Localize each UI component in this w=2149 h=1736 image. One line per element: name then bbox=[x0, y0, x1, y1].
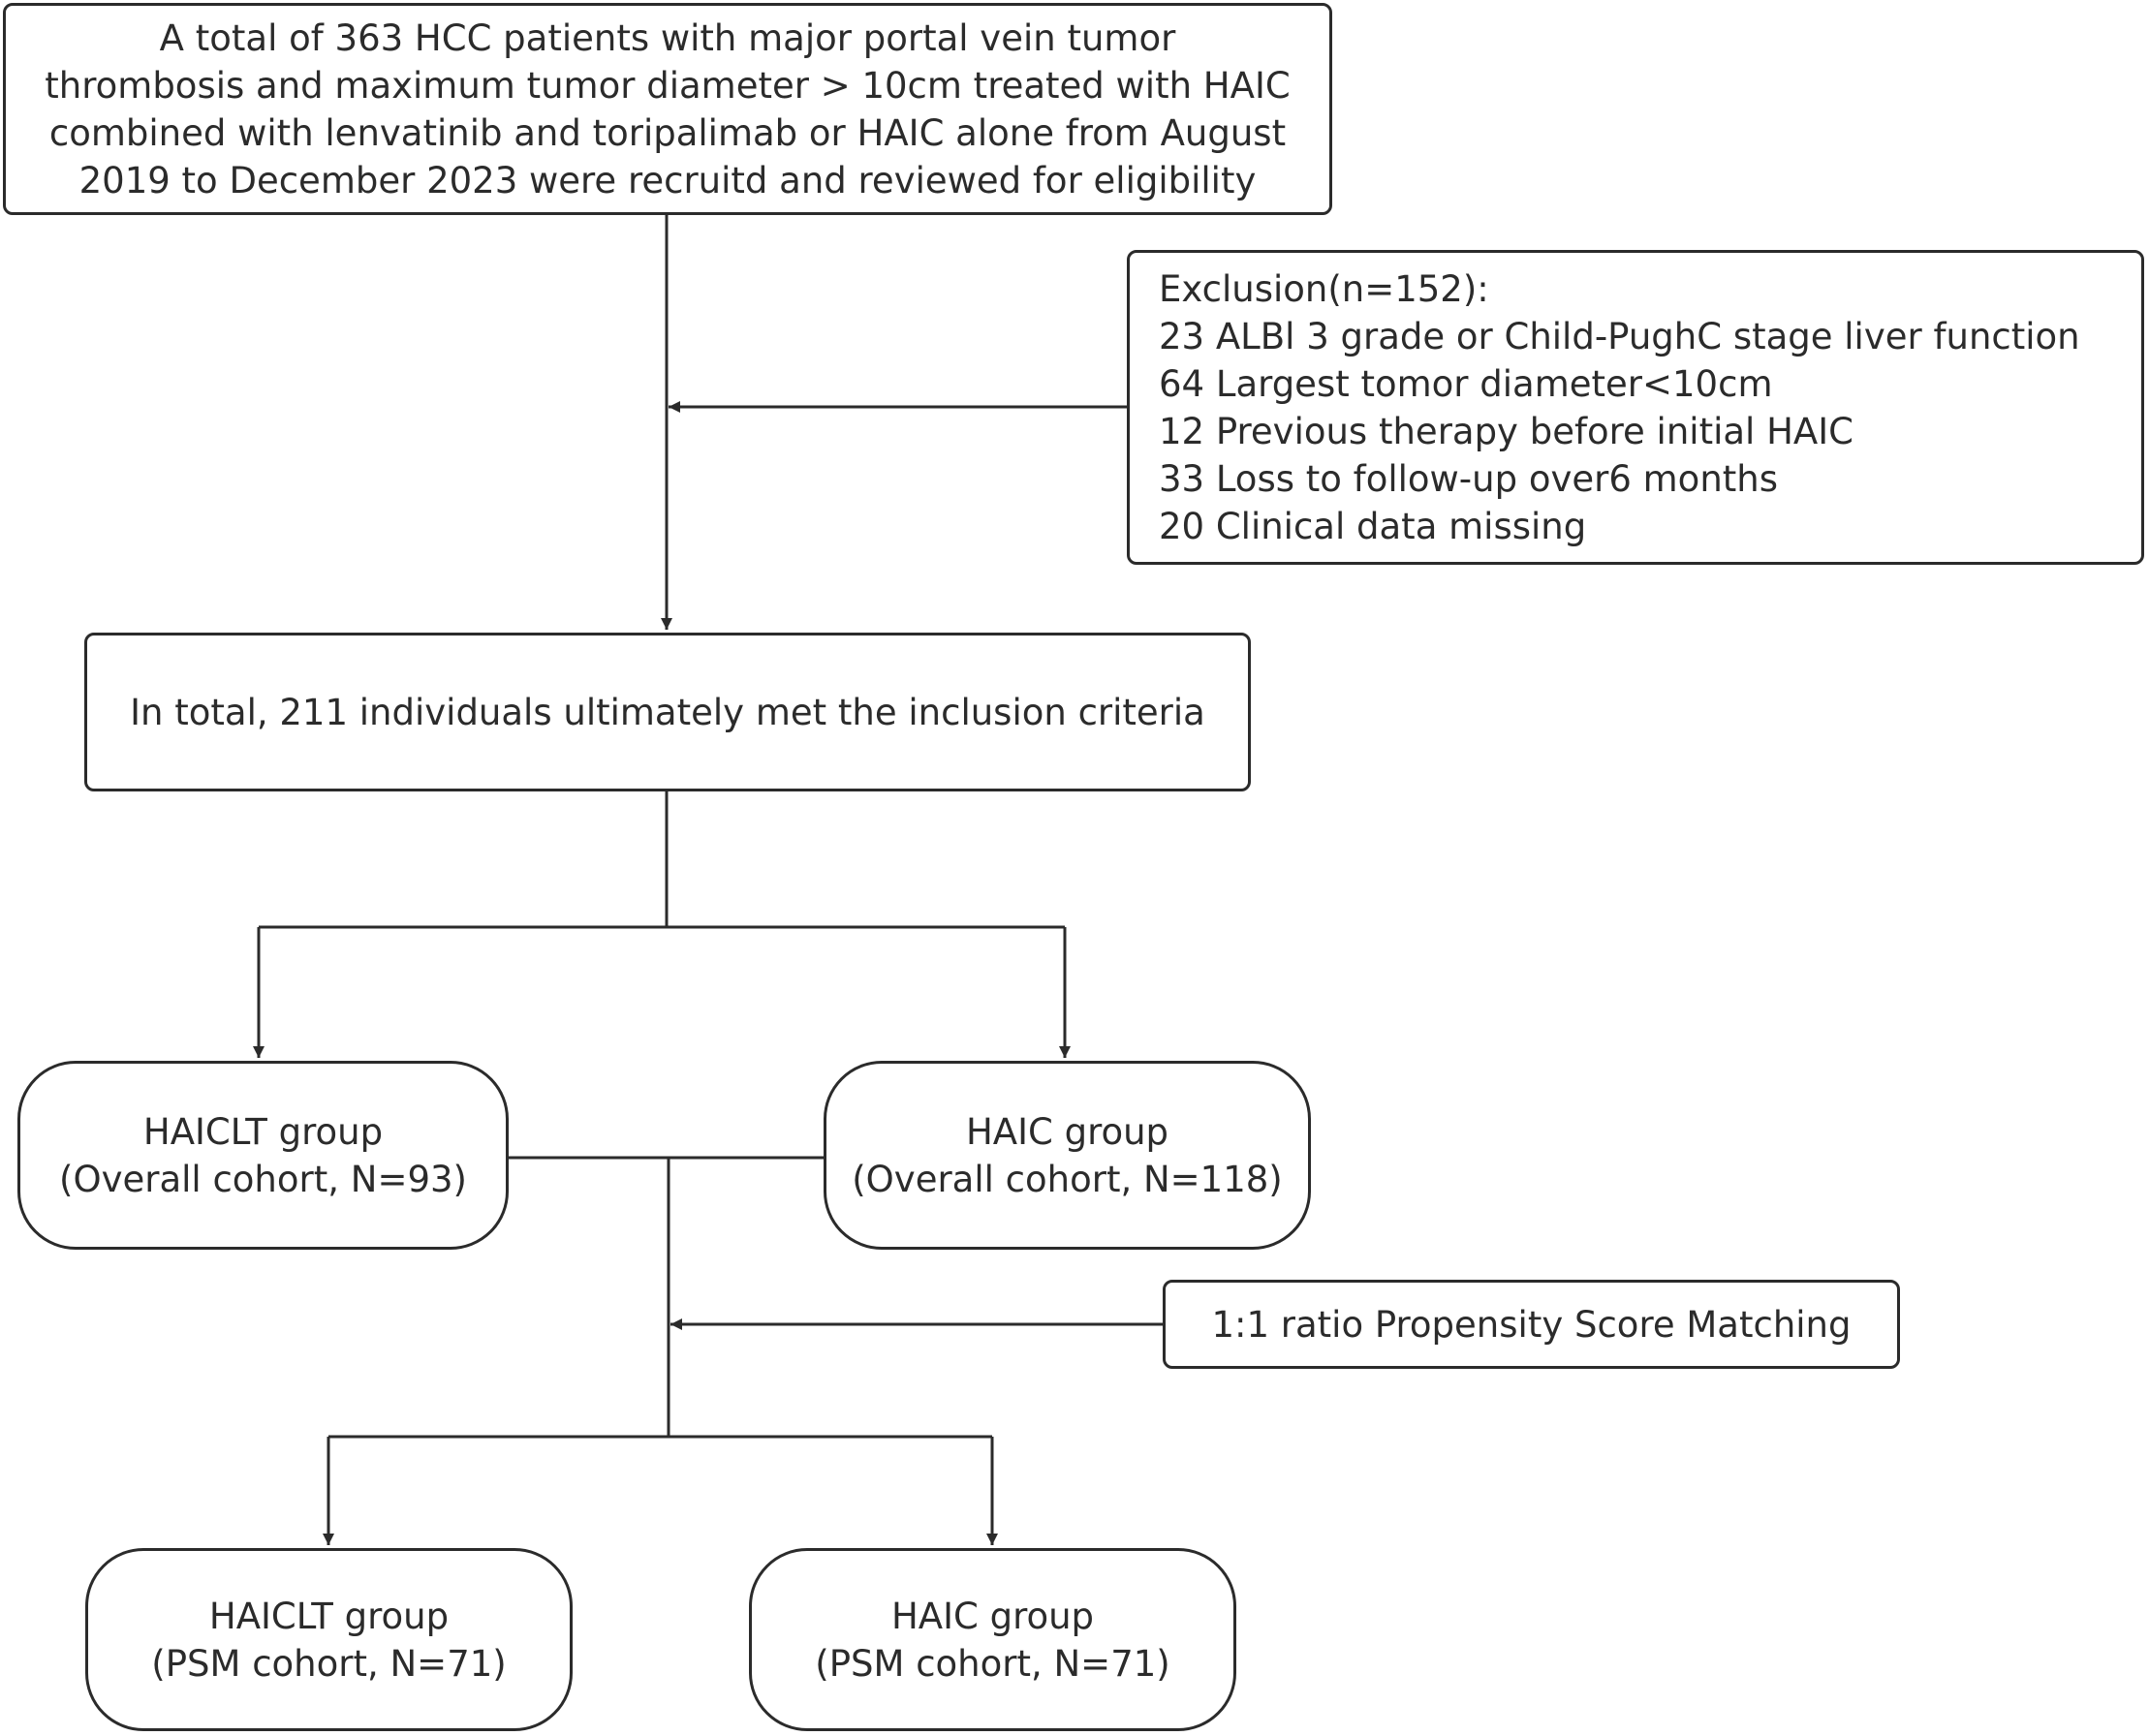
start-box-line-2: thrombosis and maximum tumor diameter > … bbox=[45, 64, 1291, 107]
exclusion-item: 64 Largest tomor diameter<10cm bbox=[1159, 362, 1773, 405]
psm-haic-name: HAIC group bbox=[890, 1595, 1095, 1637]
inclusion-text: In total, 211 individuals ultimately met… bbox=[130, 691, 1205, 733]
psm-box: 1:1 ratio Propensity Score Matching bbox=[1163, 1280, 1900, 1369]
exclusion-title: Exclusion(n=152): bbox=[1159, 267, 1489, 310]
psm-text: 1:1 ratio Propensity Score Matching bbox=[1211, 1303, 1852, 1346]
psm-haiclt-name: HAICLT group bbox=[208, 1595, 450, 1637]
psm-haic-box: HAIC group (PSM cohort, N=71) bbox=[749, 1548, 1236, 1731]
overall-haiclt-box: HAICLT group (Overall cohort, N=93) bbox=[17, 1061, 509, 1250]
start-box-line-4: 2019 to December 2023 were recruitd and … bbox=[78, 159, 1257, 202]
psm-haiclt-detail: (PSM cohort, N=71) bbox=[151, 1642, 507, 1685]
exclusion-item: 12 Previous therapy before initial HAIC bbox=[1159, 410, 1853, 452]
psm-haiclt-box: HAICLT group (PSM cohort, N=71) bbox=[85, 1548, 573, 1731]
exclusion-item: 23 ALBl 3 grade or Child-PughC stage liv… bbox=[1159, 315, 2080, 357]
start-box-line-3: combined with lenvatinib and toripalimab… bbox=[48, 111, 1287, 154]
overall-haiclt-name: HAICLT group bbox=[142, 1110, 384, 1153]
overall-haic-detail: (Overall cohort, N=118) bbox=[852, 1158, 1283, 1200]
exclusion-item: 20 Clinical data missing bbox=[1159, 505, 1587, 547]
psm-haic-detail: (PSM cohort, N=71) bbox=[815, 1642, 1170, 1685]
overall-haic-box: HAIC group (Overall cohort, N=118) bbox=[824, 1061, 1311, 1250]
inclusion-box: In total, 211 individuals ultimately met… bbox=[84, 633, 1251, 791]
exclusion-box: Exclusion(n=152): 23 ALBl 3 grade or Chi… bbox=[1127, 250, 2144, 565]
overall-haic-name: HAIC group bbox=[965, 1110, 1169, 1153]
start-box: A total of 363 HCC patients with major p… bbox=[3, 3, 1332, 215]
start-box-line-1: A total of 363 HCC patients with major p… bbox=[159, 16, 1176, 59]
overall-haiclt-detail: (Overall cohort, N=93) bbox=[59, 1158, 467, 1200]
exclusion-item: 33 Loss to follow-up over6 months bbox=[1159, 457, 1779, 500]
